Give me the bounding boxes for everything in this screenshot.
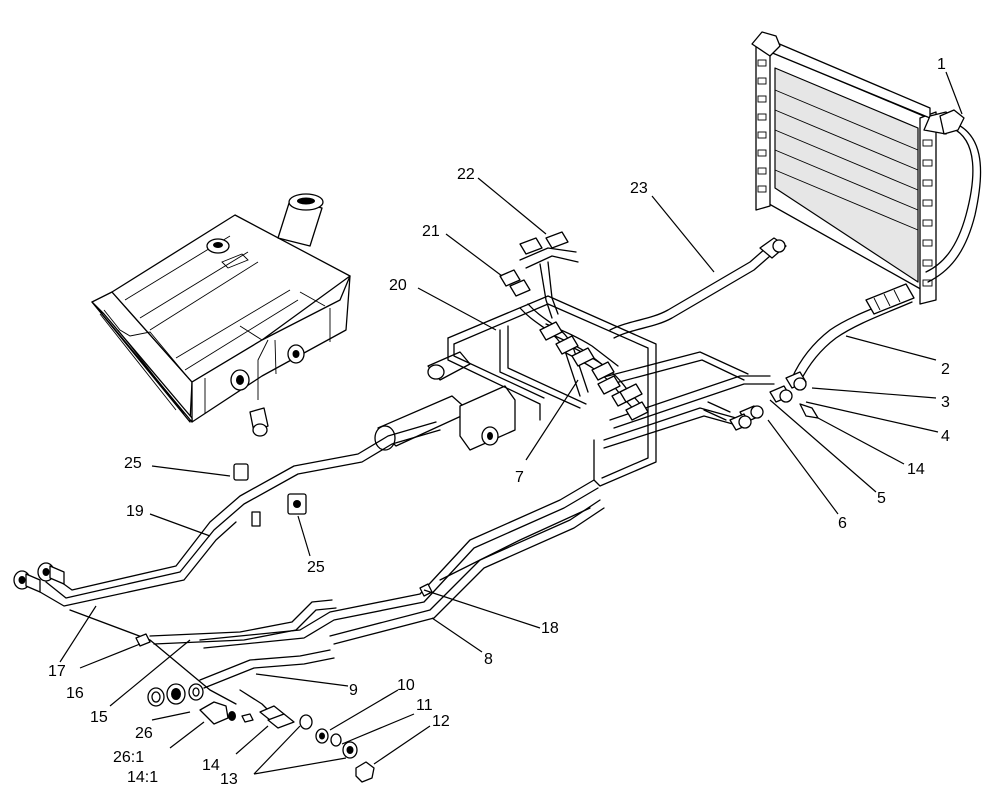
manifold-frame — [447, 295, 657, 487]
callout-17: 17 — [48, 663, 66, 680]
callout-21: 21 — [422, 223, 440, 240]
callout-19: 19 — [126, 503, 144, 520]
tube-23 — [609, 237, 787, 339]
leader-lines — [59, 71, 963, 775]
tube-8-18 — [199, 479, 605, 649]
callout-25-upper: 25 — [124, 455, 142, 472]
right-fittings — [703, 371, 819, 431]
callout-2: 2 — [941, 361, 950, 378]
clamps-25 — [233, 463, 307, 527]
callout-7: 7 — [515, 469, 524, 486]
hose-2 — [791, 283, 915, 383]
oil-cooler — [751, 31, 955, 305]
callout-labels: 1 2 3 4 5 6 7 8 9 10 11 12 13 14 14 14:1… — [48, 56, 950, 788]
callout-14-bottom: 14 — [202, 757, 220, 774]
callout-6: 6 — [838, 515, 847, 532]
callout-14-1: 14:1 — [127, 769, 158, 786]
callout-20: 20 — [389, 277, 407, 294]
callout-11: 11 — [416, 697, 433, 714]
hydraulic-tank — [91, 193, 351, 437]
callout-10: 10 — [397, 677, 415, 694]
callout-8: 8 — [484, 651, 493, 668]
pump-assembly — [374, 351, 516, 451]
callout-26: 26 — [135, 725, 153, 742]
tube-19 — [39, 421, 441, 607]
callout-14-right: 14 — [907, 461, 925, 478]
callout-15: 15 — [90, 709, 108, 726]
callout-26-1: 26:1 — [113, 749, 144, 766]
fittings-21-22 — [499, 231, 579, 319]
callout-9: 9 — [349, 682, 358, 699]
callout-18: 18 — [541, 620, 559, 637]
left-fittings — [13, 562, 65, 593]
tube-9-15-16 — [69, 599, 337, 715]
callout-5: 5 — [877, 490, 886, 507]
callout-25-lower: 25 — [307, 559, 325, 576]
callout-1: 1 — [937, 56, 946, 73]
callout-3: 3 — [941, 394, 950, 411]
callout-23: 23 — [630, 180, 648, 197]
hose-1 — [925, 109, 982, 283]
callout-13: 13 — [220, 771, 238, 788]
callout-4: 4 — [941, 428, 950, 445]
loose-fittings — [147, 683, 375, 783]
callout-12: 12 — [432, 713, 450, 730]
valve-bank-tubes — [519, 303, 775, 449]
callout-22: 22 — [457, 166, 475, 183]
callout-16: 16 — [66, 685, 84, 702]
